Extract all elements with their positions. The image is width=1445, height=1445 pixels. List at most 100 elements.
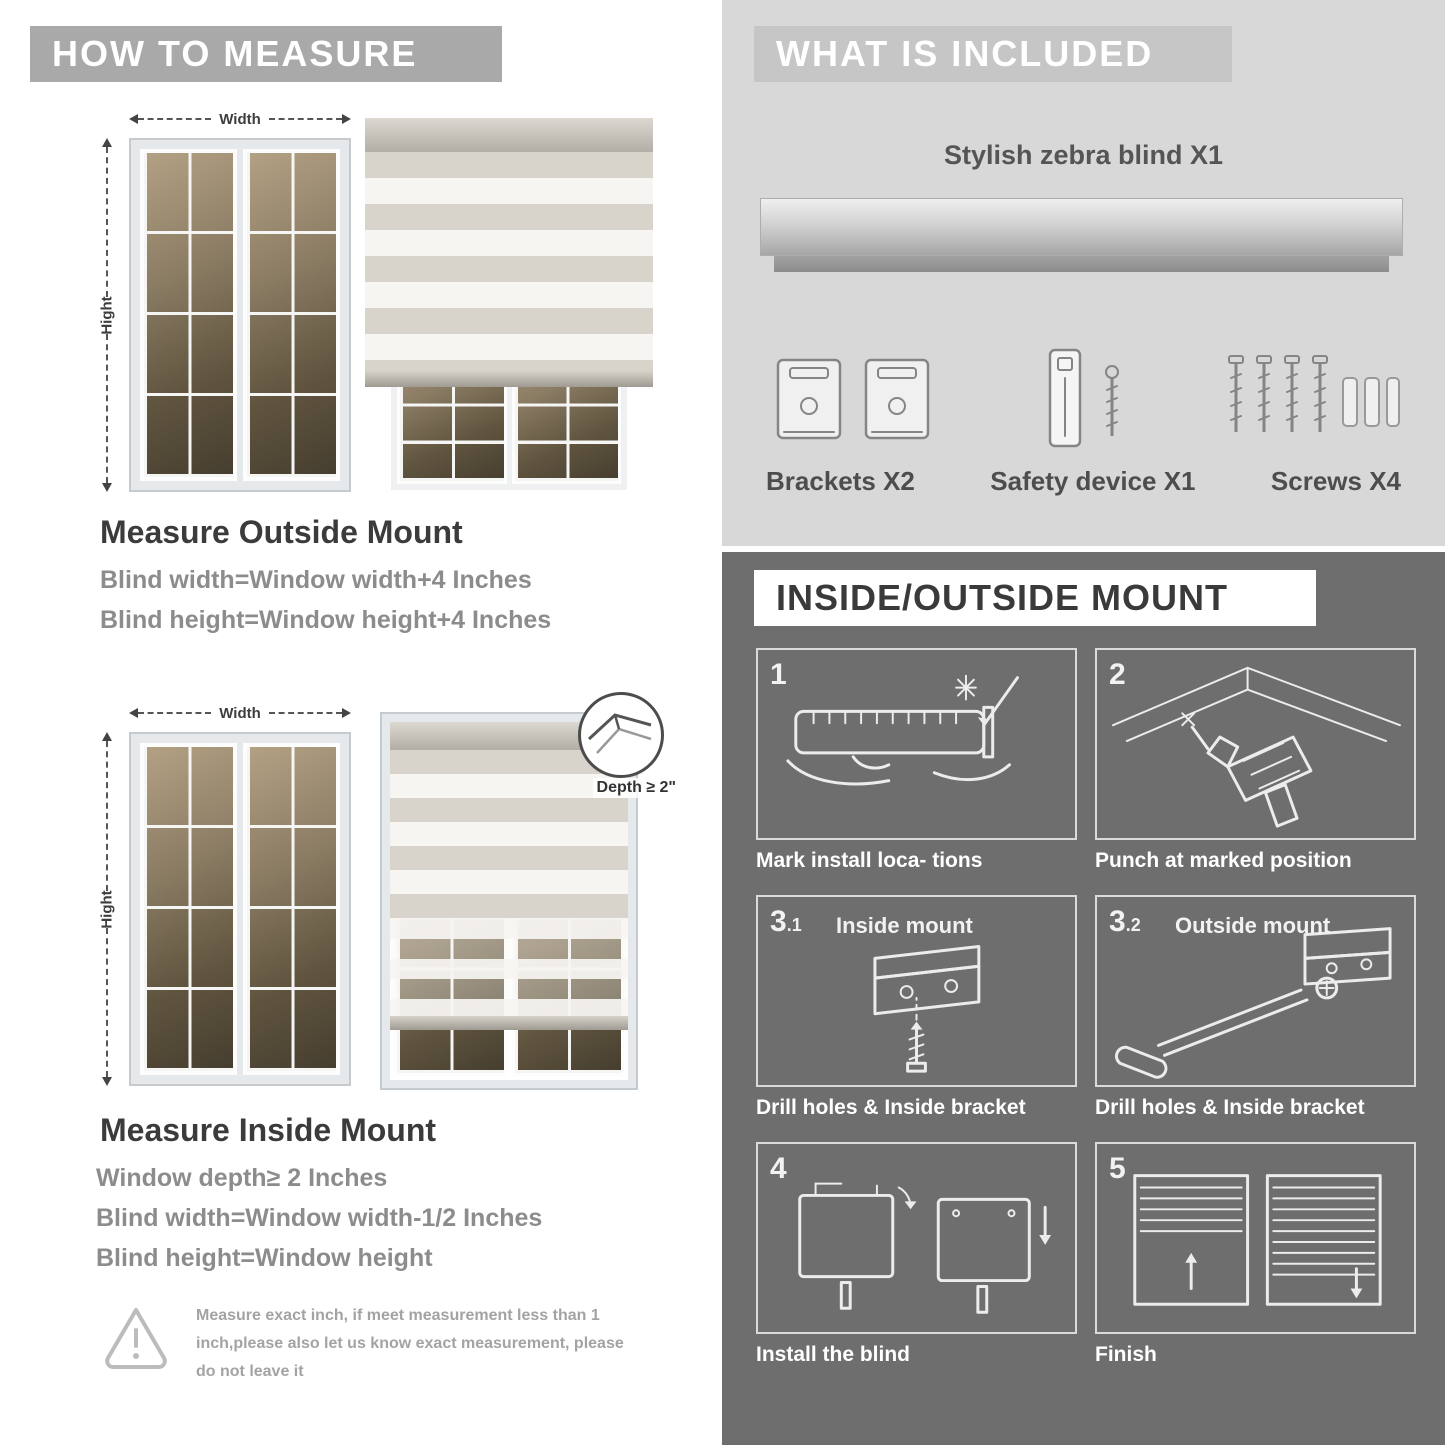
window-frame (129, 732, 351, 1086)
corner-detail-icon (587, 713, 652, 754)
safety-device-icon (1048, 348, 1119, 448)
mark-location-icon (786, 674, 1019, 786)
what-is-included-header: WHAT IS INCLUDED (754, 26, 1232, 82)
arrow-right-icon (342, 114, 352, 124)
what-is-included-section: WHAT IS INCLUDED Stylish zebra blind X1 (722, 0, 1445, 546)
step-4-card: 4 (756, 1142, 1077, 1334)
depth-label: Depth ≥ 2" (592, 778, 680, 798)
window-illustration-inside: Width Hight (95, 702, 353, 1090)
step-number: 3.2 (1109, 905, 1141, 938)
included-item-labels: Brackets X2 Safety device X1 Screws X4 (766, 466, 1401, 497)
window-frame (129, 138, 351, 492)
step-3-1-caption: Drill holes & Inside bracket (756, 1096, 1026, 1119)
included-items (766, 322, 1401, 462)
outside-mount-line-1: Blind width=Window width+4 Inches (100, 566, 532, 594)
step-number: 3.1 (770, 905, 802, 938)
step-number: 1 (770, 658, 787, 691)
blind-illustration-inside: Depth ≥ 2" (380, 692, 680, 1090)
step-number: 2 (1109, 658, 1126, 691)
step-2: 2 Punch at marked (1095, 648, 1416, 873)
step-1: 1 Mark install loc (756, 648, 1077, 873)
arrow-line (106, 927, 108, 1077)
corner-zoom-icon (578, 692, 664, 778)
step-2-caption: Punch at marked position (1095, 849, 1352, 872)
window-illustration-outside: Width Hight (95, 108, 353, 496)
width-arrow: Width (129, 702, 352, 724)
inside-outside-mount-header: INSIDE/OUTSIDE MOUNT (754, 570, 1316, 626)
step-5-card: 5 (1095, 1142, 1416, 1334)
note-text: Measure exact inch, if meet measurement … (196, 1307, 624, 1380)
step-3-2-caption: Drill holes & Inside bracket (1095, 1096, 1365, 1119)
arrow-down-icon (102, 1077, 112, 1086)
arrow-down-icon (102, 483, 112, 492)
step-1-card: 1 (756, 648, 1077, 840)
blind-cassette (365, 118, 653, 152)
outside-mount-line-2: Blind height=Window height+4 Inches (100, 606, 552, 634)
step-3-1: 3.1 Inside mount (756, 895, 1077, 1120)
blind-rail-lip (774, 256, 1389, 272)
arrow-line (138, 118, 212, 120)
arrow-line (106, 333, 108, 483)
screws-icon (1228, 355, 1400, 432)
inside-outside-mount-title: INSIDE/OUTSIDE MOUNT (776, 577, 1229, 618)
arrow-left-icon (129, 708, 138, 718)
item-label-safety-device: Safety device X1 (990, 466, 1196, 496)
blind-rail-illustration (760, 198, 1403, 256)
arrow-line (268, 118, 343, 120)
zebra-blind-stripes (365, 152, 653, 371)
steps-grid: 1 Mark install loc (756, 648, 1416, 1367)
step-4-caption: Install the blind (756, 1343, 911, 1366)
brackets-icon (776, 358, 930, 440)
how-to-measure-header: HOW TO MEASURE (30, 26, 502, 82)
install-blind-icon (798, 1182, 1052, 1314)
finish-blind-icon (1133, 1174, 1382, 1306)
arrow-line (268, 712, 343, 714)
what-is-included-title: WHAT IS INCLUDED (776, 33, 1154, 74)
warning-triangle-icon (105, 1308, 167, 1369)
height-arrow-label: Hight (98, 295, 116, 335)
right-column: WHAT IS INCLUDED Stylish zebra blind X1 (722, 0, 1445, 1445)
step-number: 4 (770, 1152, 787, 1185)
width-arrow-label: Width (219, 704, 261, 722)
step-3-2-card: 3.2 Outside mount (1095, 895, 1416, 1087)
window-sash (140, 743, 237, 1075)
inside-mount-line-1: Window depth≥ 2 Inches (96, 1164, 388, 1192)
inside-mount-line-3: Blind height=Window height (96, 1244, 433, 1272)
step-3-2: 3.2 Outside mount (1095, 895, 1416, 1120)
item-label-brackets: Brackets X2 (766, 466, 915, 496)
step-3-1-card: 3.1 Inside mount (756, 895, 1077, 1087)
how-to-measure-section: HOW TO MEASURE Width Hight (0, 0, 712, 1445)
arrow-right-icon (342, 708, 352, 718)
blind-illustration-outside (365, 118, 653, 490)
inside-mount-line-2: Blind width=Window width-1/2 Inches (96, 1204, 543, 1232)
drill-icon (1112, 666, 1401, 828)
blind-inside-window (390, 722, 628, 1080)
item-label-screws: Screws X4 (1270, 466, 1401, 496)
blind-bottom-rail (390, 1015, 628, 1030)
step-5-caption: Finish (1095, 1343, 1157, 1366)
height-arrow: Hight (95, 732, 119, 1086)
window-sash (243, 743, 340, 1075)
arrow-up-icon (102, 732, 112, 741)
mount-instructions-section: INSIDE/OUTSIDE MOUNT 1 (722, 552, 1445, 1445)
how-to-measure-title: HOW TO MEASURE (52, 33, 418, 74)
outside-bracket-icon (1115, 927, 1392, 1079)
step-mount-label: Inside mount (836, 913, 973, 938)
outside-mount-title: Measure Outside Mount (100, 514, 463, 550)
window-sash (140, 149, 237, 481)
step-1-caption: Mark install loca- tions (756, 849, 983, 872)
height-arrow: Hight (95, 138, 119, 492)
inside-mount-title: Measure Inside Mount (100, 1112, 437, 1148)
width-arrow: Width (129, 108, 352, 130)
step-number: 5 (1109, 1152, 1126, 1185)
window-sash (243, 149, 340, 481)
step-mount-label: Outside mount (1175, 913, 1331, 938)
arrow-line (138, 712, 212, 714)
arrow-up-icon (102, 138, 112, 147)
step-5: 5 Finish (1095, 1142, 1416, 1367)
step-4: 4 (756, 1142, 1077, 1367)
arrow-left-icon (129, 114, 138, 124)
measure-note: Measure exact inch, if meet measurement … (100, 1302, 645, 1386)
blind-bottom-rail (365, 370, 653, 387)
